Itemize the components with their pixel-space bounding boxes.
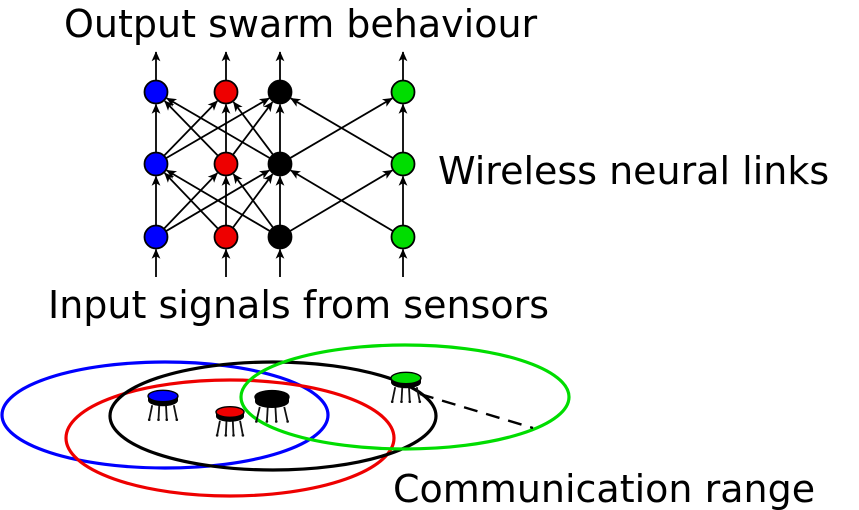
range-ellipse-green: [239, 343, 571, 451]
robot-leg: [415, 387, 421, 402]
robot-foot: [232, 434, 235, 437]
robot-top-green: [390, 371, 422, 385]
robot-leg: [391, 387, 397, 402]
robot-leg: [255, 406, 261, 422]
neural-link-red-to-blue: [164, 100, 219, 157]
robot-leg: [239, 420, 244, 436]
robot-blue: [147, 389, 179, 422]
neural-link-black-to-red: [232, 101, 274, 156]
robot-top-black: [254, 389, 290, 405]
neuron-blue-bottom: [143, 224, 169, 250]
wireless-links-label: Wireless neural links: [438, 149, 829, 193]
robot-foot: [390, 400, 394, 404]
neural-link-red-to-blue: [164, 172, 219, 230]
robot-foot: [175, 418, 179, 422]
robot-foot: [157, 418, 160, 422]
robot-foot: [215, 434, 219, 437]
neural-link-black-to-blue: [166, 97, 271, 160]
robot-leg: [283, 406, 289, 422]
robot-leg: [274, 406, 278, 422]
neural-link-black-to-blue: [166, 169, 271, 232]
neuron-green-top: [390, 79, 416, 105]
neuron-black-top: [267, 79, 293, 105]
range-ellipse-black: [108, 360, 438, 472]
robot-leg: [266, 406, 269, 422]
robot-leg: [157, 405, 161, 420]
output-behaviour-label: Output swarm behaviour: [64, 2, 538, 46]
robot-foot: [274, 420, 278, 423]
robot-green: [390, 371, 422, 404]
robot-leg: [400, 387, 404, 402]
robot-leg: [408, 387, 411, 402]
neuron-black-bottom: [267, 224, 293, 250]
robot-top-blue: [147, 389, 179, 403]
neuron-red-top: [213, 79, 239, 105]
neural-link-green-to-black: [290, 97, 394, 159]
neural-links-layer: [151, 51, 408, 277]
neuron-green-bottom: [390, 224, 416, 250]
neuron-green-middle: [390, 151, 416, 177]
neuron-blue-middle: [143, 151, 169, 177]
input-signals-label: Input signals from sensors: [48, 283, 549, 327]
neural-link-black-to-red: [232, 173, 274, 229]
robot-leg: [224, 420, 228, 436]
neuron-nodes-layer: [143, 79, 416, 250]
range-ellipse-red: [64, 378, 396, 498]
robot-foot: [400, 400, 403, 404]
robot-leg: [216, 420, 221, 436]
robot-foot: [224, 434, 228, 437]
robot-leg: [148, 405, 154, 420]
dashed-range-link: [419, 392, 534, 430]
dashed-link-layer: [419, 392, 534, 430]
neural-link-green-to-black: [290, 169, 394, 232]
neuron-red-bottom: [213, 224, 239, 250]
range-ellipse-blue: [0, 360, 330, 470]
robot-black: [254, 389, 290, 423]
robot-foot: [265, 420, 269, 423]
neuron-black-middle: [267, 151, 293, 177]
communication-range-ellipses: [0, 343, 571, 498]
robot-leg: [231, 420, 235, 436]
robot-foot: [286, 420, 289, 423]
robot-foot: [165, 418, 169, 422]
robot-top-red: [215, 405, 245, 419]
robot-foot: [255, 420, 258, 423]
robot-red: [215, 405, 245, 437]
neuron-blue-top: [143, 79, 169, 105]
communication-range-label: Communication range: [393, 467, 815, 510]
neuron-red-middle: [213, 151, 239, 177]
robot-leg: [172, 405, 178, 420]
robots-layer: [147, 371, 422, 437]
robot-foot: [408, 400, 412, 404]
robot-foot: [418, 400, 422, 404]
robot-leg: [165, 405, 168, 420]
robot-foot: [147, 418, 151, 422]
robot-foot: [241, 434, 245, 437]
